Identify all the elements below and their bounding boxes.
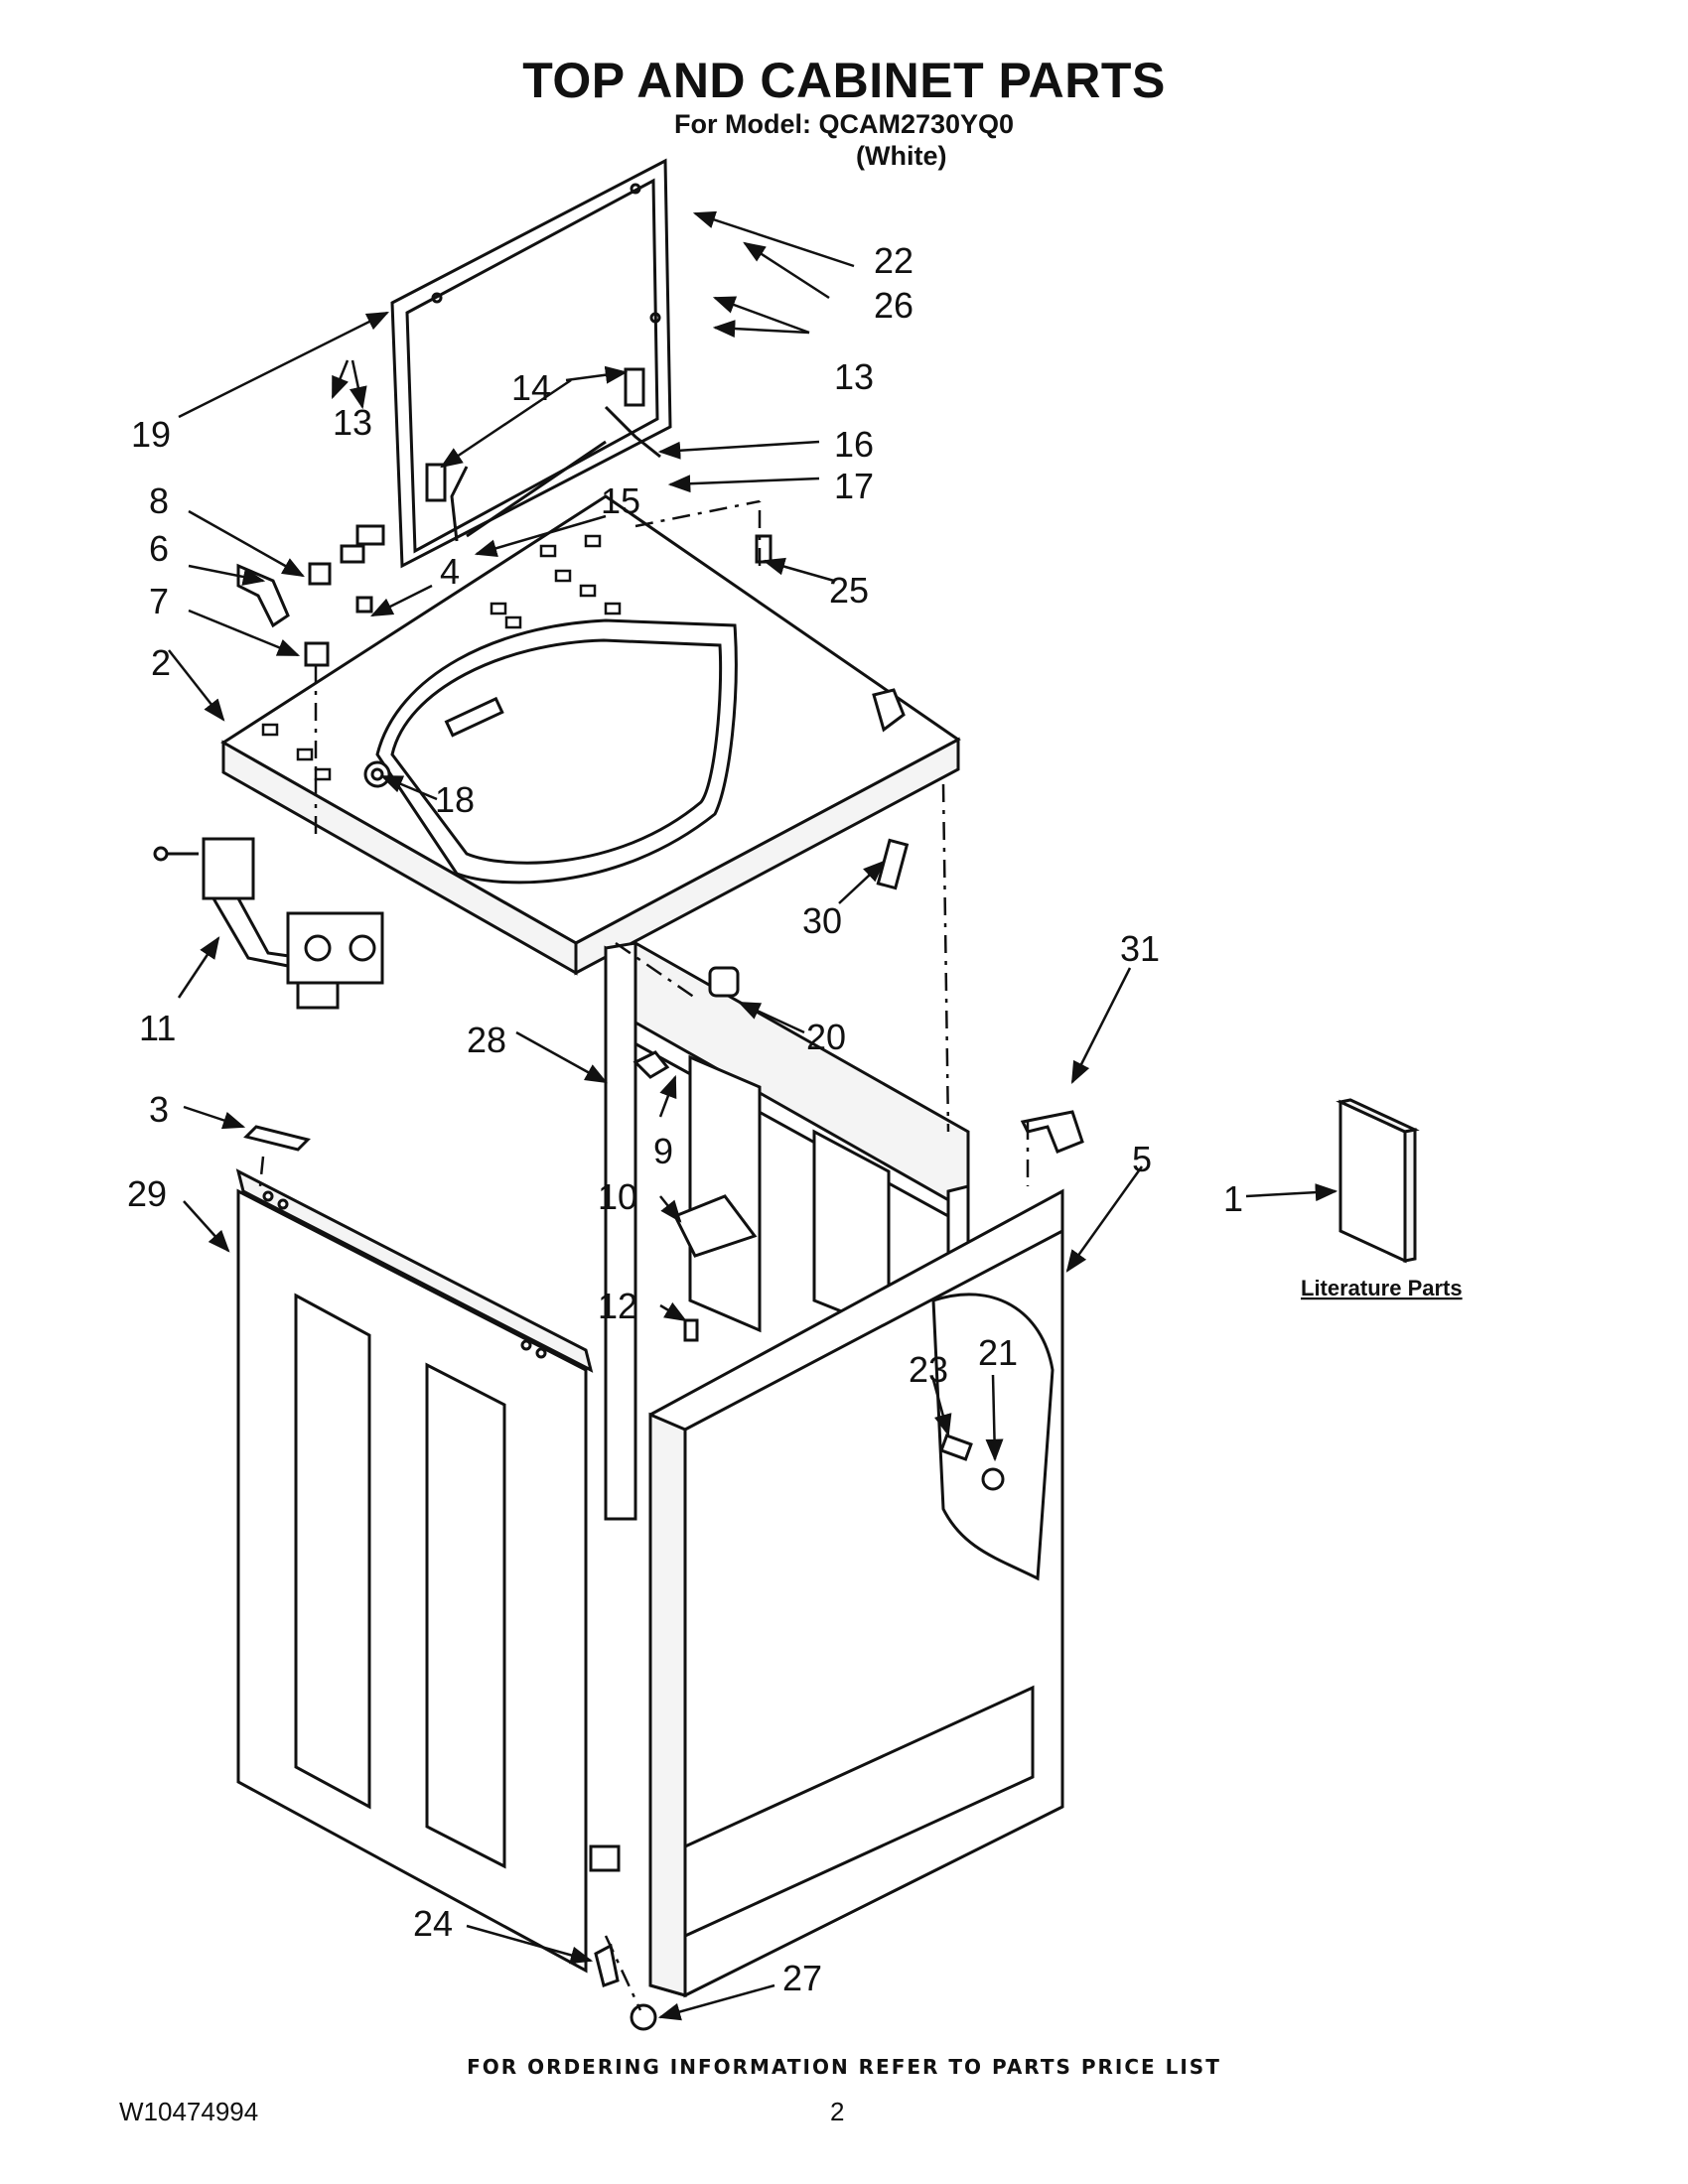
- literature-parts-label: Literature Parts: [1301, 1276, 1463, 1300]
- top-left-hardware: [236, 524, 385, 667]
- callout-31: 31: [1120, 928, 1160, 969]
- callout-29: 29: [127, 1173, 167, 1214]
- literature-book: [1336, 1098, 1420, 1264]
- callout-leaders: [168, 210, 1338, 2021]
- callout-20: 20: [806, 1017, 846, 1057]
- callout-8: 8: [149, 480, 169, 521]
- callout-3: 3: [149, 1089, 169, 1130]
- callout-30: 30: [802, 900, 842, 941]
- water-inlet-wiring: [153, 837, 384, 1010]
- callout-28: 28: [467, 1020, 506, 1060]
- top-corner-bracket: [872, 688, 906, 733]
- callout-18: 18: [435, 779, 475, 820]
- callout-5: 5: [1132, 1139, 1152, 1179]
- callout-24: 24: [413, 1903, 453, 1944]
- main-top: [220, 494, 961, 976]
- callout-22: 22: [874, 240, 914, 281]
- callout-13-left: 13: [333, 402, 372, 443]
- callout-23: 23: [909, 1349, 948, 1390]
- callout-17: 17: [834, 466, 874, 506]
- callout-labels: 22 26 13 19 14 16 13 17 8 15 6 25 4 7 2 …: [127, 240, 1463, 1998]
- callout-27: 27: [782, 1958, 822, 1998]
- callout-25: 25: [829, 570, 869, 611]
- callout-2: 2: [151, 642, 171, 683]
- mounting-strip: [243, 1125, 311, 1152]
- callout-19: 19: [131, 414, 171, 455]
- callout-9: 9: [653, 1131, 673, 1171]
- page-number: 2: [830, 2097, 845, 2126]
- top-slots: [261, 534, 622, 781]
- callout-11: 11: [139, 1008, 176, 1048]
- ordering-info: FOR ORDERING INFORMATION REFER TO PARTS …: [467, 2055, 1221, 2079]
- callout-7: 7: [149, 581, 169, 621]
- callout-26: 26: [874, 285, 914, 326]
- cabinet-bracket: [1020, 1110, 1084, 1154]
- lid-hinge-wire: [425, 367, 661, 542]
- callout-1: 1: [1223, 1178, 1243, 1219]
- model-color: (White): [856, 141, 947, 171]
- callout-14: 14: [511, 367, 551, 408]
- model-number: For Model: QCAM2730YQ0: [673, 109, 1015, 139]
- document-number: W10474994: [119, 2097, 259, 2126]
- callout-10: 10: [598, 1176, 637, 1217]
- callout-21: 21: [978, 1332, 1018, 1373]
- callout-4: 4: [440, 551, 460, 592]
- side-panel-left-rear: [604, 940, 970, 1521]
- callout-15: 15: [601, 480, 640, 521]
- callout-16: 16: [834, 424, 874, 465]
- callout-12: 12: [598, 1286, 637, 1326]
- page-title: TOP AND CABINET PARTS: [522, 53, 1166, 108]
- bottom-hardware: [589, 1844, 657, 2031]
- callout-13-right: 13: [834, 356, 874, 397]
- rear-panel-hardware: [633, 966, 758, 1342]
- assembly-lines: [258, 499, 1030, 2011]
- cabinet-right-panel: [648, 1188, 1064, 1998]
- front-panel: [235, 1168, 594, 1974]
- callout-6: 6: [149, 528, 169, 569]
